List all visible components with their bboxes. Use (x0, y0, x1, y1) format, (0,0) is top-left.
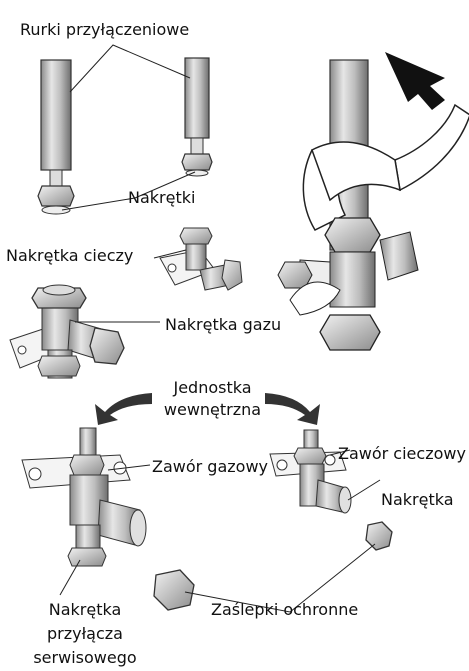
service-port-nut-label-2: przyłącza (25, 624, 145, 644)
service-port-nut-label-1: Nakrętka (25, 600, 145, 620)
gas-valve-label: Zawór gazowy (152, 457, 268, 477)
gas-nut-label: Nakrętka gazu (165, 315, 281, 335)
indoor-unit-label-1: Jednostka (150, 378, 275, 398)
gas-valve-drawing (22, 428, 146, 566)
connection-pipes-label: Rurki przyłączeniowe (20, 20, 189, 40)
rotation-arrow-icon (385, 52, 445, 110)
indoor-unit-label-2: wewnętrzna (150, 400, 275, 420)
nut-label: Nakrętka (381, 490, 454, 510)
liquid-valve-label: Zawór cieczowy (338, 444, 466, 464)
protective-caps-label: Zaślepki ochronne (211, 600, 358, 620)
nuts-label: Nakrętki (128, 188, 195, 208)
liquid-nut-label: Nakrętka cieczy (6, 246, 133, 266)
liquid-valve-drawing (270, 430, 351, 513)
protective-cap-left (154, 570, 194, 610)
connection-pipe-left (38, 60, 74, 214)
gas-nut-valve (10, 285, 124, 378)
wrench-illustration (278, 52, 469, 350)
arrow-left-icon (95, 393, 152, 425)
protective-cap-right (366, 522, 392, 550)
liquid-nut-fitting (160, 228, 242, 290)
connection-pipe-right (182, 58, 212, 176)
service-port-nut-label-3: serwisowego (25, 648, 145, 668)
